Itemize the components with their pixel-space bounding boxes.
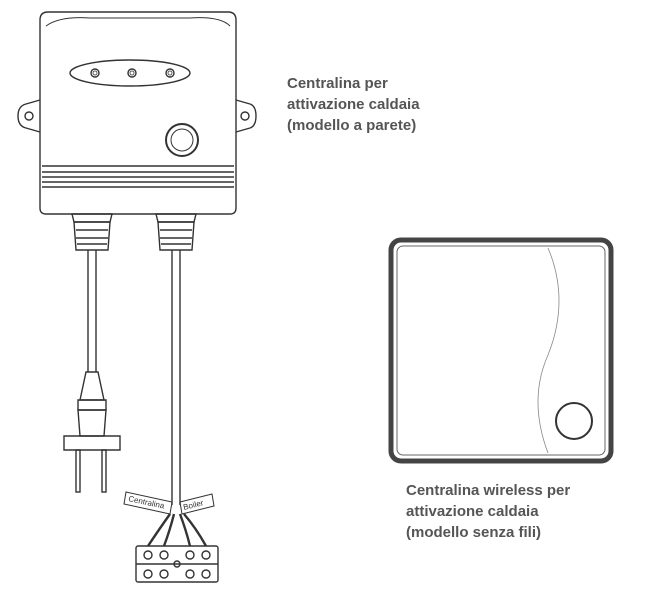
power-plug [79,371,105,401]
wall-unit-caption: Centralina per attivazione caldaia (mode… [287,73,420,136]
power-button-icon [165,123,199,157]
wireless-unit-caption: Centralina wireless per attivazione cald… [406,480,570,543]
wireless-caption-line-3: (modello senza fili) [406,524,542,541]
led-panel [69,59,191,87]
wall-unit-drawing [17,11,257,583]
wall-caption-line-1: Centralina per [287,75,388,92]
right-cable-gland [155,213,197,223]
left-mounting-ear [17,99,41,133]
wireless-caption-line-2: attivazione caldaia [406,503,539,520]
tag-labels: Centralina Boiler [128,494,205,512]
wall-caption-line-3: (modello a parete) [287,117,417,134]
led-3-icon [165,68,175,78]
right-mounting-ear [235,99,257,133]
wave-divider [537,247,560,454]
wireless-caption-line-1: Centralina wireless per [406,482,571,499]
led-1-icon [90,68,100,78]
wall-caption-line-2: attivazione caldaia [287,96,420,113]
wireless-button-icon [555,402,593,440]
led-2-icon [127,68,137,78]
wireless-unit-drawing [388,237,614,464]
boiler-tag [179,493,215,515]
left-cable-gland [71,213,113,223]
